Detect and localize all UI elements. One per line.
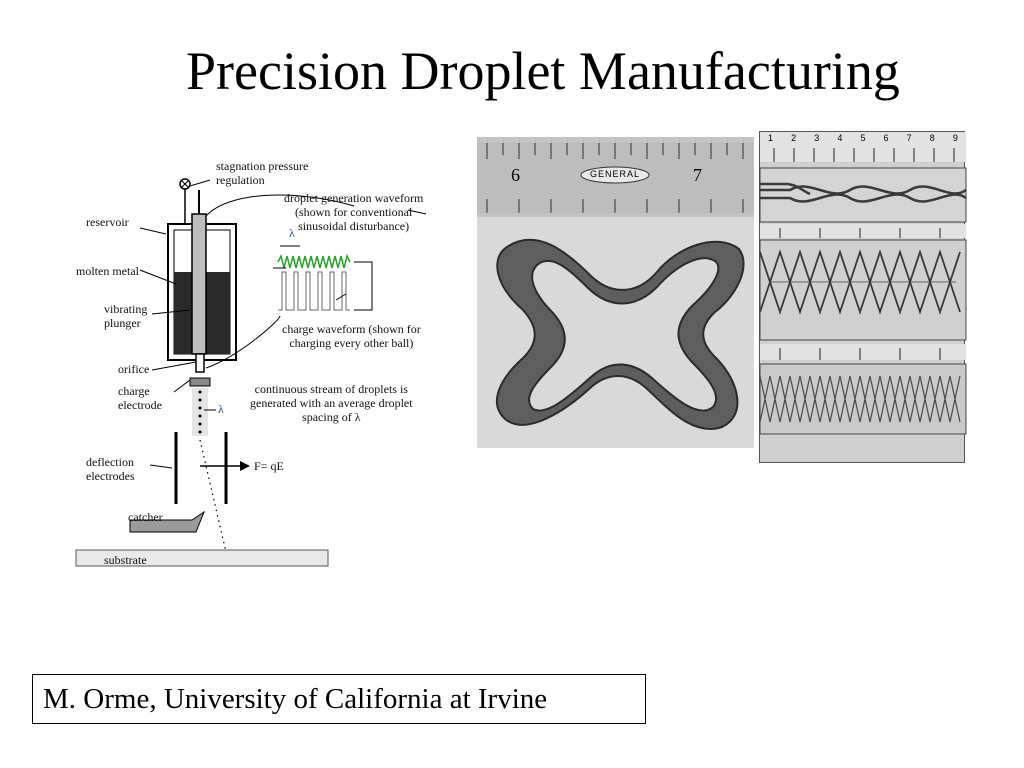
label-charge-waveform: charge waveform (shown for charging ever… bbox=[282, 322, 421, 350]
force-arrow-icon bbox=[240, 461, 250, 471]
author-credit: M. Orme, University of California at Irv… bbox=[32, 674, 646, 724]
label-stream-line2: generated with an average droplet bbox=[250, 396, 413, 410]
braid-ruler-number: 8 bbox=[930, 133, 935, 143]
ruler-number-6: 6 bbox=[511, 165, 520, 186]
label-molten-metal: molten metal bbox=[76, 264, 139, 278]
label-waveform-line1: droplet generation waveform bbox=[284, 191, 423, 205]
braid-ruler-number: 3 bbox=[814, 133, 819, 143]
label-generation-waveform: droplet generation waveform (shown for c… bbox=[284, 191, 423, 233]
label-waveform-line2: (shown for conventional bbox=[284, 205, 423, 219]
label-plunger-line1: vibrating bbox=[104, 302, 147, 316]
label-reservoir: reservoir bbox=[86, 215, 129, 229]
label-catcher: catcher bbox=[128, 510, 163, 524]
label-stagnation-pressure: stagnation pressure regulation bbox=[216, 159, 308, 187]
label-substrate: substrate bbox=[104, 553, 147, 567]
braid-ruler-number: 9 bbox=[953, 133, 958, 143]
vibrating-plunger bbox=[192, 214, 206, 354]
sinusoid-waveform bbox=[278, 256, 350, 268]
lambda-symbol-waveform: λ bbox=[289, 226, 295, 240]
label-electrode-line2: electrode bbox=[118, 398, 162, 412]
label-charge-waveform-line1: charge waveform (shown for bbox=[282, 322, 421, 336]
label-deflection-electrodes: deflection electrodes bbox=[86, 455, 135, 483]
braid-ruler-number: 2 bbox=[791, 133, 796, 143]
label-deflection-line1: deflection bbox=[86, 455, 135, 469]
label-charge-electrode: charge electrode bbox=[118, 384, 162, 412]
label-orifice: orifice bbox=[118, 362, 149, 376]
label-waveform-line3: sinusoidal disturbance) bbox=[284, 219, 423, 233]
x-shaped-part bbox=[497, 240, 744, 429]
ruler-number-7: 7 bbox=[693, 165, 702, 186]
label-deflection-line2: electrodes bbox=[86, 469, 135, 483]
braid-ruler-number: 5 bbox=[860, 133, 865, 143]
label-plunger-line2: plunger bbox=[104, 316, 147, 330]
braid-ruler-number: 6 bbox=[884, 133, 889, 143]
ruler-brand-text: GENERAL bbox=[589, 169, 641, 179]
lambda-symbol-stream: λ bbox=[218, 402, 224, 416]
label-stagnation-line1: stagnation pressure bbox=[216, 159, 308, 173]
braid-ruler-number: 1 bbox=[768, 133, 773, 143]
braid-ruler-numbers: 1 2 3 4 5 6 7 8 9 bbox=[768, 133, 958, 143]
label-stream-line1: continuous stream of droplets is bbox=[250, 382, 413, 396]
label-droplet-stream: continuous stream of droplets is generat… bbox=[250, 382, 413, 424]
label-electrode-line1: charge bbox=[118, 384, 162, 398]
label-stagnation-line2: regulation bbox=[216, 173, 308, 187]
label-stream-line3: spacing of λ bbox=[250, 410, 413, 424]
label-vibrating-plunger: vibrating plunger bbox=[104, 302, 147, 330]
label-force: F= qE bbox=[254, 459, 284, 473]
braid-samples-drawing bbox=[760, 132, 966, 464]
charge-pulse-waveform bbox=[278, 272, 350, 310]
photo-x-shaped-part: 6 7 GENERAL bbox=[477, 137, 754, 448]
droplet-trajectory bbox=[200, 440, 226, 552]
charge-electrode bbox=[190, 378, 210, 386]
photo-braided-samples: 1 2 3 4 5 6 7 8 9 bbox=[759, 131, 965, 463]
braid-ruler-number: 4 bbox=[837, 133, 842, 143]
braid-ruler-number: 7 bbox=[907, 133, 912, 143]
orifice-nozzle bbox=[196, 354, 204, 372]
label-charge-waveform-line2: charging every other ball) bbox=[282, 336, 421, 350]
